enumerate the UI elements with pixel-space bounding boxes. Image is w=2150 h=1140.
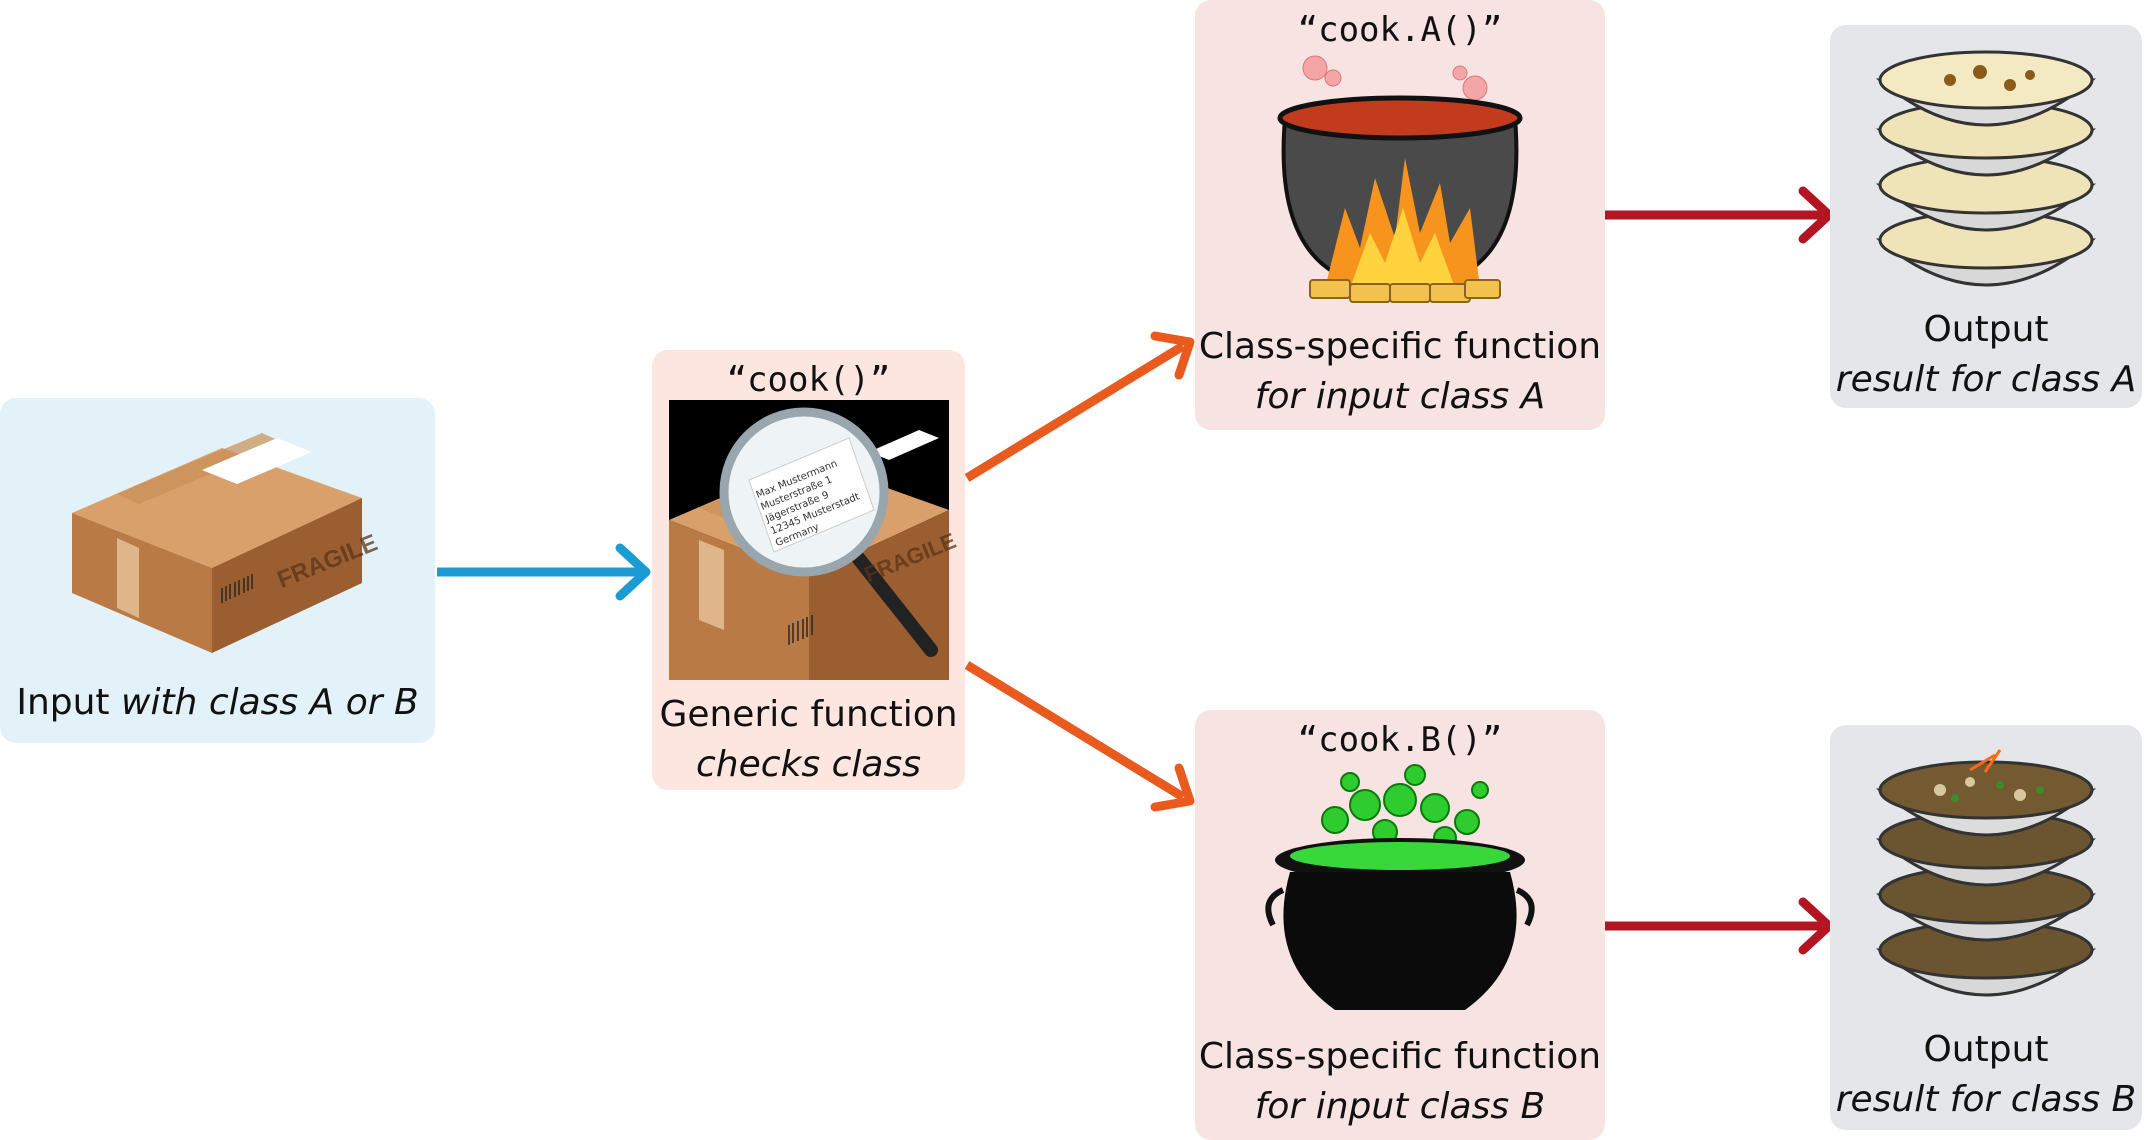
generic-caption: Generic function checks class (652, 690, 965, 790)
method-a-line2: for input class A (1254, 376, 1546, 417)
output-a-line1: Output (1923, 309, 2049, 350)
output-b-caption: Output result for class B (1830, 1025, 2142, 1125)
method-b-code-title: “cook.B()” (1297, 720, 1503, 760)
generic-line2: checks class (696, 744, 921, 785)
edge-method-b-to-output-b (1605, 897, 1834, 955)
method-a-caption: Class-specific function for input class … (1195, 322, 1605, 422)
output-a-line2: result for class A (1835, 359, 2137, 400)
output-b-line1: Output (1923, 1029, 2049, 1070)
output-a-node: Output result for class A (1830, 25, 2142, 408)
cauldron-icon (1265, 764, 1535, 1010)
output-b-line2: result for class B (1835, 1079, 2137, 1120)
input-caption: Input with class A or B (0, 678, 435, 728)
method-b-node: “cook.B()” Class-specific function for i… (1195, 710, 1605, 1140)
output-a-caption: Output result for class A (1830, 305, 2142, 405)
method-b-line2: for input class B (1254, 1086, 1546, 1127)
parcel-magnifier-icon (669, 400, 949, 680)
generic-line1: Generic function (659, 694, 958, 735)
parcel-icon (72, 433, 362, 653)
method-a-line1: Class-specific function (1198, 326, 1602, 367)
input-label-plain: Input (16, 682, 110, 723)
method-b-line1: Class-specific function (1198, 1036, 1602, 1077)
method-a-code-title: “cook.A()” (1297, 10, 1503, 50)
edge-method-a-to-output-a (1605, 186, 1834, 244)
output-b-node: Output result for class B (1830, 725, 2142, 1130)
pot-on-fire-icon (1277, 55, 1523, 303)
generic-code-title: “cook()” (726, 360, 891, 400)
edge-generic-to-method-a (964, 331, 1195, 482)
method-a-node: “cook.A()” Class-specific function for i… (1195, 0, 1605, 430)
stew-bowls-icon (1875, 749, 2097, 997)
soup-bowls-icon (1875, 50, 2097, 287)
generic-function-node: “cook()” Max Mustermann Musterstraße 1 J… (652, 350, 965, 790)
input-label-italic: with class A or B (121, 682, 419, 723)
edge-input-to-generic (437, 543, 651, 601)
method-b-caption: Class-specific function for input class … (1195, 1032, 1605, 1132)
input-node: FRAGILE Input with class A or B (0, 398, 435, 743)
edge-generic-to-method-b (964, 661, 1195, 812)
